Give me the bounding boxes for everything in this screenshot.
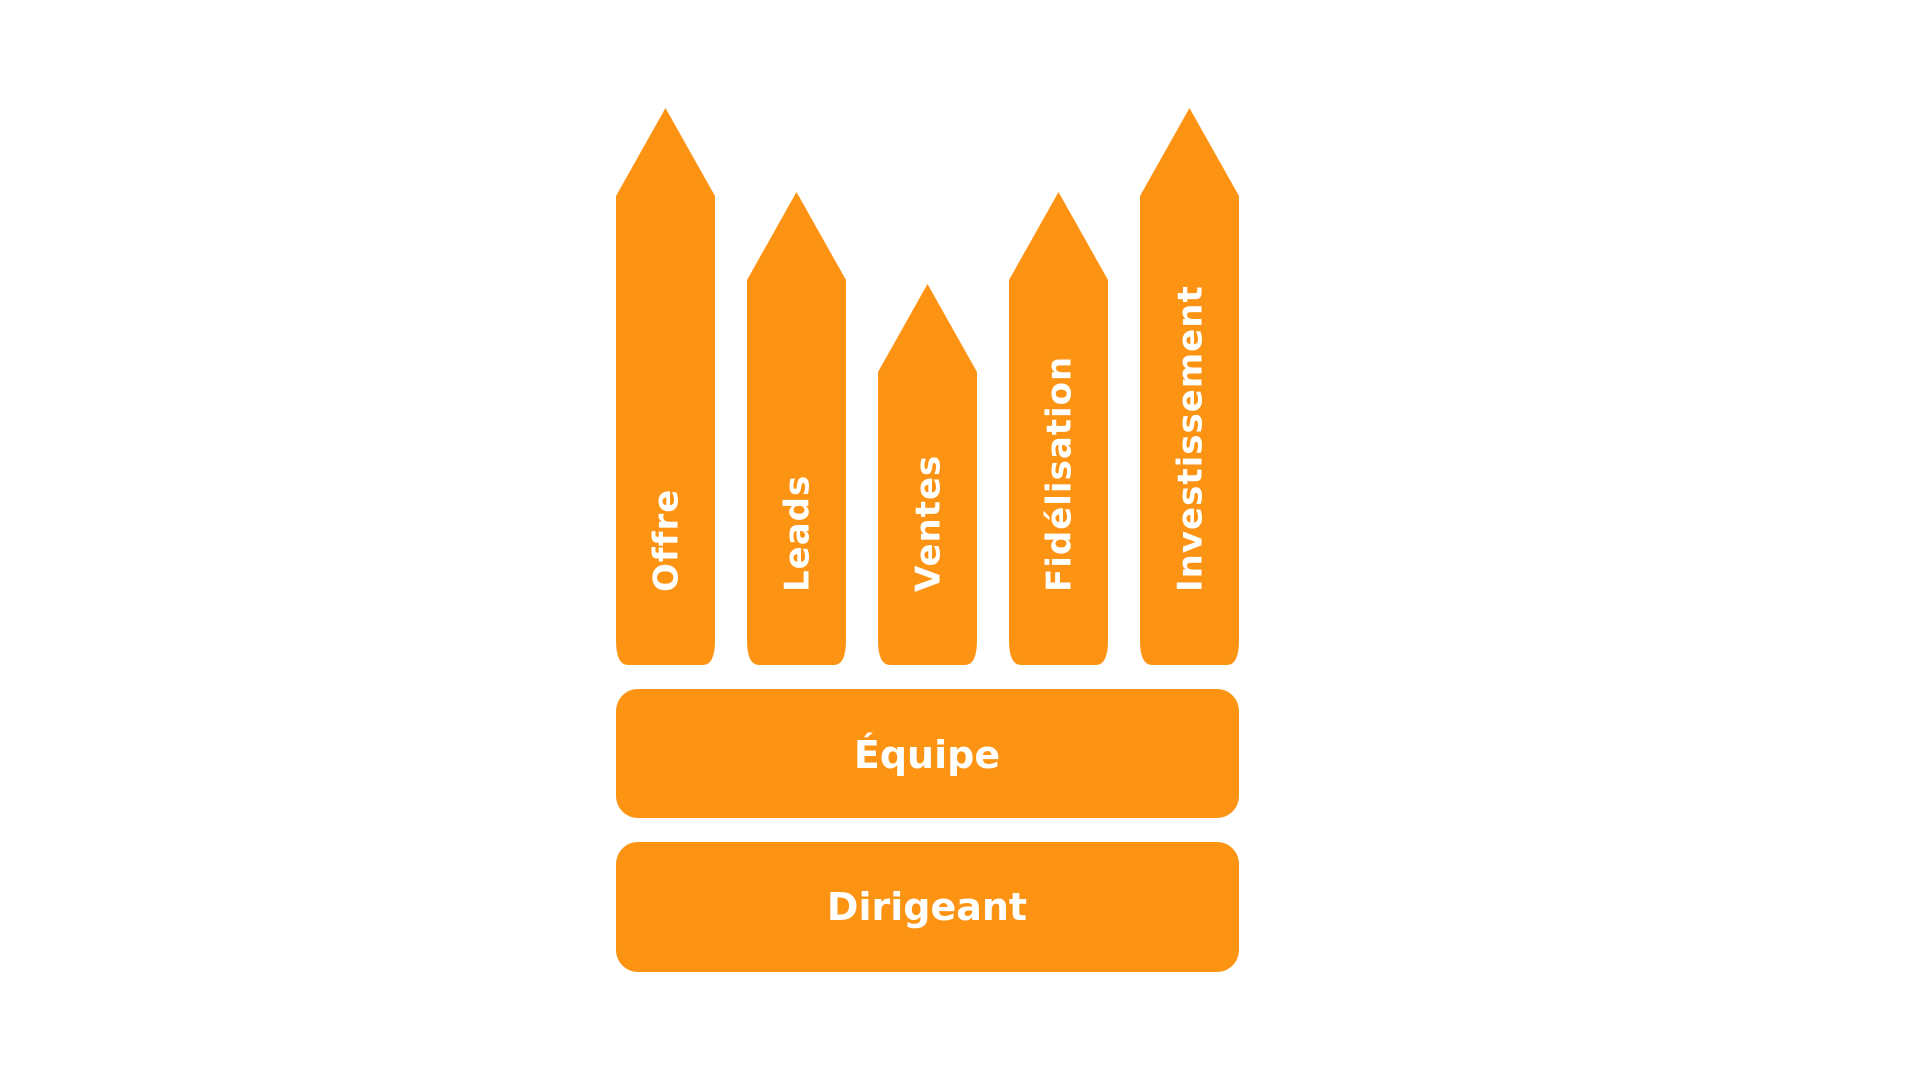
leader-bar — [616, 842, 1239, 972]
pillar-label: Investissement — [1171, 285, 1211, 592]
pillar-investissement: Investissement — [1140, 108, 1239, 665]
team-bar — [616, 689, 1239, 818]
pillar-arrow-shape — [1009, 192, 1108, 665]
pillar-arrow-shape — [747, 192, 846, 665]
foundation-team: Équipe — [616, 689, 1239, 818]
pillar-arrow-shape — [616, 108, 715, 665]
pillar-label: Offre — [647, 489, 687, 592]
pillar-offre: Offre — [616, 108, 715, 665]
team-label: Équipe — [854, 733, 1000, 777]
pillar-arrow-shape — [878, 284, 977, 665]
pillar-label: Leads — [778, 475, 818, 592]
pillar-ventes: Ventes — [878, 284, 977, 665]
pillar-leads: Leads — [747, 192, 846, 665]
foundation-leader: Dirigeant — [616, 842, 1239, 972]
pillar-label: Ventes — [909, 455, 949, 592]
pillar-arrow-shape — [1140, 108, 1239, 665]
pillar-fidélisation: Fidélisation — [1009, 192, 1108, 665]
leader-label: Dirigeant — [827, 885, 1027, 929]
pillar-label: Fidélisation — [1040, 356, 1080, 592]
